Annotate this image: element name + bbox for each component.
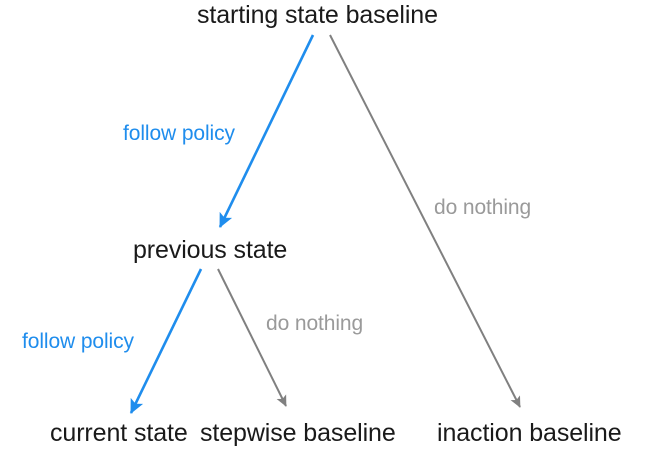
node-inaction-baseline: inaction baseline [437,419,622,447]
edge-label-follow-policy-bottom: follow policy [22,330,134,353]
node-previous-state: previous state [133,236,288,264]
edge-do-nothing-middle [217,268,287,407]
edge-follow-policy-bottom [129,268,203,414]
edge-follow-policy-top [218,34,315,228]
edge-label-do-nothing-middle: do nothing [266,312,364,335]
node-starting-state-baseline: starting state baseline [197,1,438,29]
edge-label-do-nothing-right: do nothing [434,196,532,219]
node-current-state: current state [50,419,188,447]
node-stepwise-baseline: stepwise baseline [200,419,396,447]
edge-do-nothing-right [329,34,521,408]
edge-label-follow-policy-top: follow policy [123,122,235,145]
